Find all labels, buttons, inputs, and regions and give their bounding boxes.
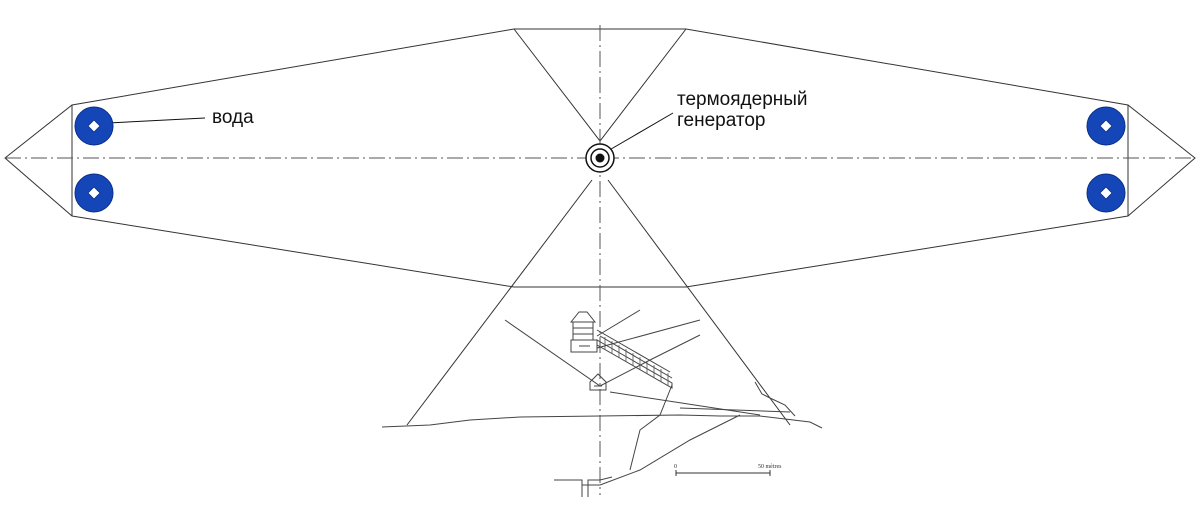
generator-icon <box>585 143 615 173</box>
water-tank-bottom-left <box>74 173 114 213</box>
wing-outline <box>4 28 1196 288</box>
scale-bar-end: 50 mètres <box>758 464 782 470</box>
scale-bar: 0 50 mètres <box>674 464 782 476</box>
generator-label-line1: термоядерный <box>677 89 808 110</box>
pyramid-left-side <box>406 179 593 426</box>
queens-chamber <box>589 373 607 391</box>
gallery-hatching <box>604 337 669 386</box>
ground-line <box>381 414 823 429</box>
queens-chamber-shafts <box>504 319 701 387</box>
generator-leader-line <box>605 112 674 153</box>
water-tank-bottom-right <box>1086 173 1126 213</box>
pyramid-entrance <box>754 381 796 417</box>
water-label: вода <box>212 107 254 128</box>
pyramid-right-side <box>607 179 791 426</box>
scale-bar-start: 0 <box>674 464 677 470</box>
pyramid-interior <box>381 309 823 497</box>
water-tank-top-left <box>74 106 114 146</box>
kings-chamber <box>569 311 598 353</box>
subterranean-chamber <box>554 476 613 497</box>
descending-passage <box>599 414 741 486</box>
generator-label-line2: генератор <box>677 110 766 131</box>
ascending-passage <box>629 384 673 471</box>
water-tank-top-right <box>1086 106 1126 146</box>
water-leader-line <box>107 117 206 124</box>
